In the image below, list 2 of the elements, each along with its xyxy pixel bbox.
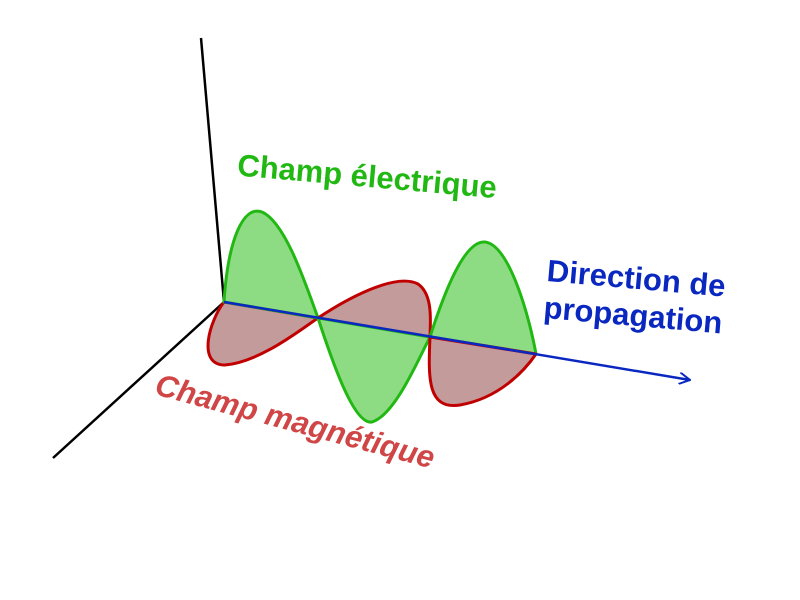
direction-label: Direction de propagation [542, 252, 728, 343]
field-label: Champ électrique [236, 146, 500, 208]
